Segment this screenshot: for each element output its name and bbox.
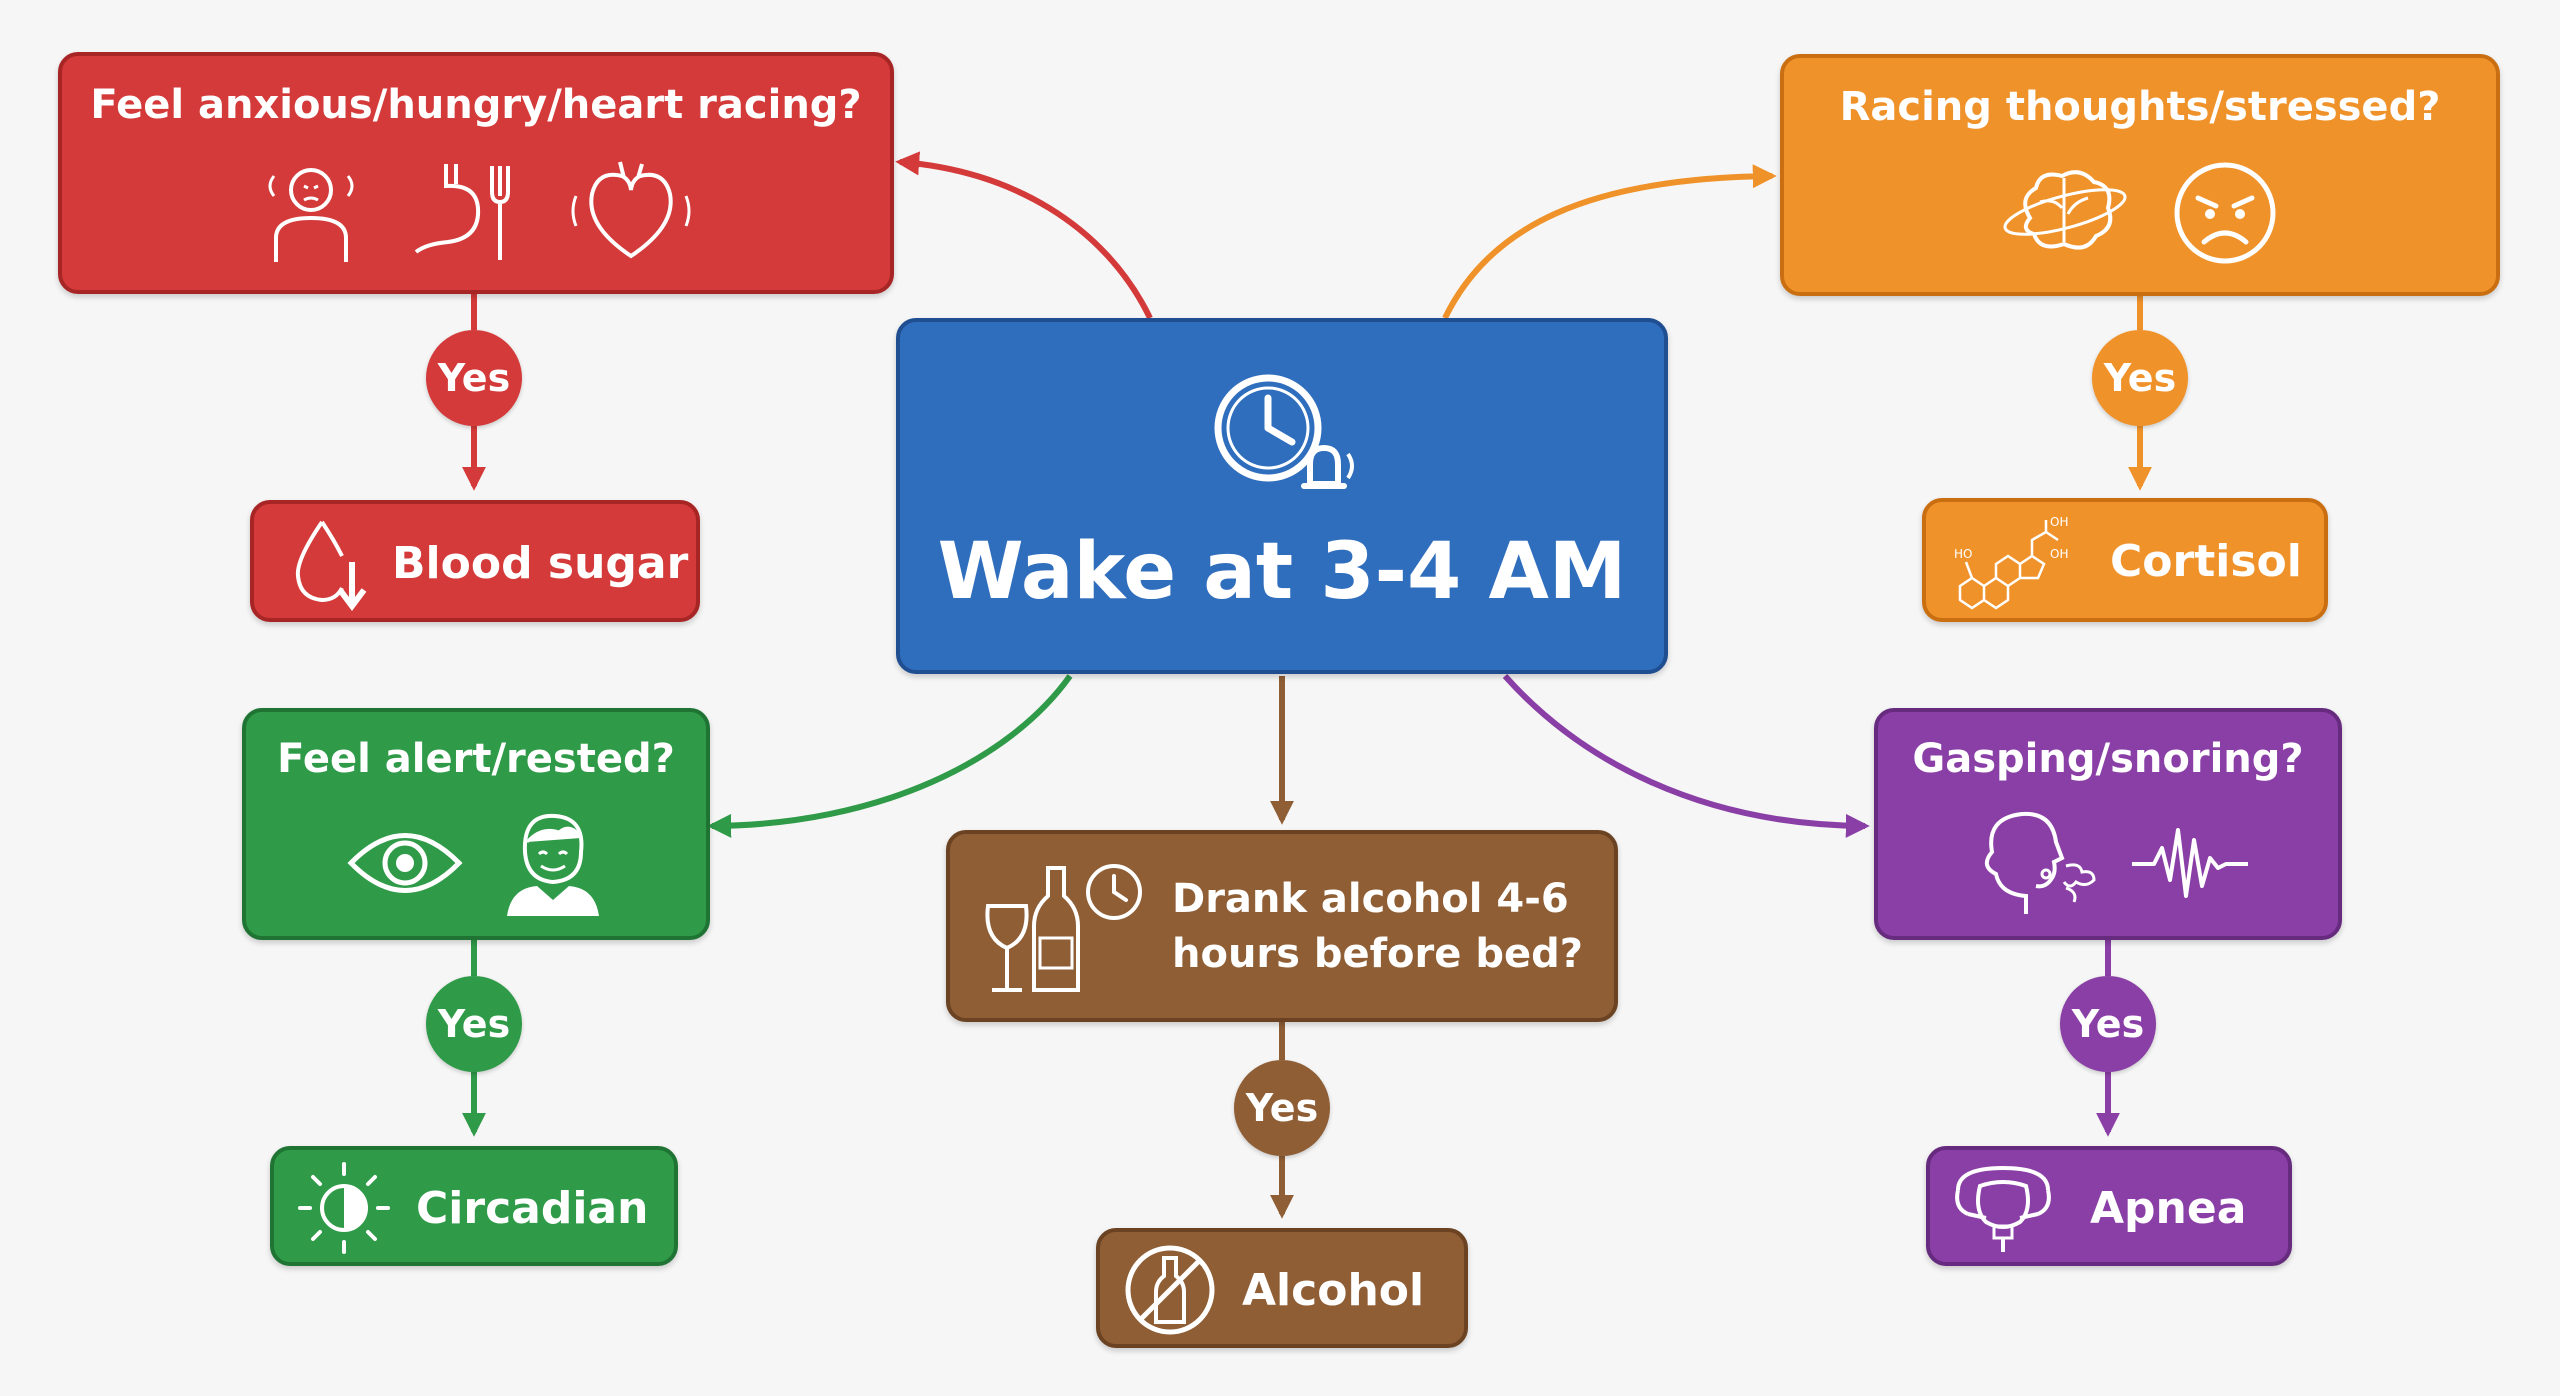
cpap-mask-icon <box>1955 1165 2051 1252</box>
half-sun-icon <box>298 1162 390 1254</box>
result-circadian-label: Circadian <box>416 1183 649 1234</box>
question-apnea-text: Gasping/snoring? <box>1912 736 2304 782</box>
result-cortisol-label: Cortisol <box>2110 536 2302 587</box>
yes-badge-alcohol: Yes <box>1234 1060 1330 1156</box>
question-apnea: Gasping/snoring? <box>1874 708 2342 940</box>
question-alcohol-line2: hours before bed? <box>1172 931 1583 977</box>
question-cortisol-text: Racing thoughts/stressed? <box>1839 84 2441 130</box>
question-alcohol: Drank alcohol 4-6 hours before bed? <box>946 830 1618 1022</box>
cortisol-molecule-icon: HO OH OH <box>1954 515 2068 610</box>
arrow-center-to-cortisol <box>1442 164 1777 320</box>
center-title: Wake at 3-4 AM <box>937 527 1627 617</box>
yes-badge-blood-sugar: Yes <box>426 330 522 426</box>
result-blood-sugar: Blood sugar <box>250 500 700 622</box>
eye-icon <box>347 833 463 893</box>
center-node: Wake at 3-4 AM <box>896 318 1668 674</box>
question-circadian: Feel alert/rested? <box>242 708 710 940</box>
question-circadian-text: Feel alert/rested? <box>277 736 675 782</box>
stressed-face-icon <box>2174 162 2276 264</box>
racing-heart-icon <box>571 161 691 259</box>
question-blood-sugar-text: Feel anxious/hungry/heart racing? <box>90 82 862 128</box>
question-cortisol: Racing thoughts/stressed? <box>1780 54 2500 296</box>
yes-badge-apnea: Yes <box>2060 976 2156 1072</box>
svg-text:OH: OH <box>2050 515 2068 529</box>
result-apnea: Apnea <box>1926 1146 2292 1266</box>
svg-text:HO: HO <box>1954 547 1972 561</box>
breathing-wave-icon <box>2132 828 2248 898</box>
result-circadian: Circadian <box>270 1146 678 1266</box>
yes-badge-circadian: Yes <box>426 976 522 1072</box>
result-blood-sugar-label: Blood sugar <box>392 538 689 589</box>
no-alcohol-icon <box>1125 1245 1215 1335</box>
question-alcohol-line1: Drank alcohol 4-6 <box>1172 876 1569 922</box>
result-apnea-label: Apnea <box>2090 1183 2247 1234</box>
gasping-head-icon <box>1984 811 2096 914</box>
wine-bottle-clock-icon <box>985 864 1142 992</box>
result-cortisol: HO OH OH Cortisol <box>1922 498 2328 622</box>
blood-drop-down-icon <box>295 520 367 611</box>
clock-alarm-icon <box>1214 374 1354 489</box>
result-alcohol-label: Alcohol <box>1242 1265 1425 1316</box>
result-alcohol: Alcohol <box>1096 1228 1468 1348</box>
arrow-center-to-blood-sugar <box>895 151 1153 320</box>
arrow-center-to-apnea <box>1502 674 1870 838</box>
rested-person-icon <box>507 813 599 916</box>
question-alcohol-text: Drank alcohol 4-6 hours before bed? <box>1172 872 1583 982</box>
question-blood-sugar: Feel anxious/hungry/heart racing? <box>58 52 894 294</box>
svg-text:OH: OH <box>2050 547 2068 561</box>
yes-badge-cortisol: Yes <box>2092 330 2188 426</box>
stomach-fork-icon <box>414 164 510 260</box>
arrow-center-to-circadian <box>707 674 1073 838</box>
spinning-brain-icon <box>2003 170 2127 250</box>
anxious-person-icon <box>268 168 354 262</box>
